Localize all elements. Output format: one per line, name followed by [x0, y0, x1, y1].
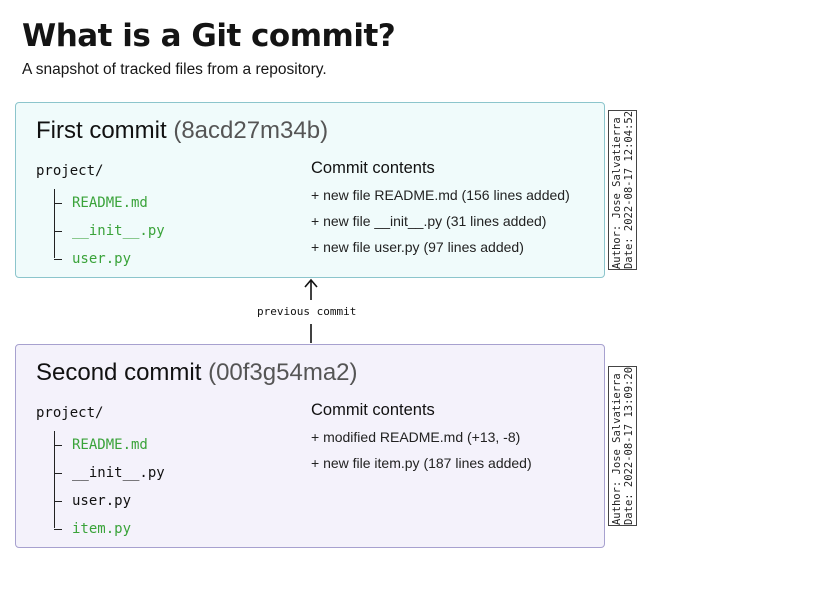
- commit-name: Second commit: [36, 359, 202, 386]
- commit-hash: (8acd27m34b): [173, 117, 329, 144]
- file-item: __init__.py: [54, 459, 296, 487]
- commit-title: Second commit (00f3g54ma2): [36, 359, 358, 387]
- commit-date: Date: 2022-08-17 12:04:52: [622, 110, 635, 270]
- change-item: + new file __init__.py (31 lines added): [311, 213, 547, 229]
- commit-author: Author: Jose Salvatierra: [610, 373, 623, 526]
- tree-root-folder: project/: [36, 405, 104, 421]
- arrow-head: [304, 278, 318, 288]
- change-item: + new file user.py (97 lines added): [311, 239, 524, 255]
- commit-name: First commit: [36, 117, 167, 144]
- commit-contents-heading: Commit contents: [311, 401, 435, 419]
- page-subtitle: A snapshot of tracked files from a repos…: [22, 61, 327, 78]
- commit-contents-heading: Commit contents: [311, 159, 435, 177]
- commit-contents: Commit contents + modified README.md (+13…: [311, 397, 601, 476]
- file-item: README.md: [54, 431, 296, 459]
- change-item: + modified README.md (+13, -8): [311, 429, 521, 445]
- change-item: + new file README.md (156 lines added): [311, 187, 570, 203]
- connector-label: previous commit: [257, 305, 357, 319]
- commit-hash: (00f3g54ma2): [208, 359, 358, 386]
- file-item: item.py: [54, 515, 296, 543]
- change-item: + new file item.py (187 lines added): [311, 455, 532, 471]
- commit-card: First commit (8acd27m34b) project/README.…: [15, 102, 605, 278]
- file-item: README.md: [54, 189, 296, 217]
- tree-root-folder: project/: [36, 163, 104, 179]
- commit-title: First commit (8acd27m34b): [36, 117, 328, 145]
- file-item: __init__.py: [54, 217, 296, 245]
- page-title: What is a Git commit?: [22, 18, 396, 54]
- previous-commit-arrow: [304, 278, 318, 343]
- commit-card: Second commit (00f3g54ma2) project/README…: [15, 344, 605, 548]
- file-item: user.py: [54, 245, 296, 273]
- commit-author: Author: Jose Salvatierra: [610, 117, 623, 270]
- commit-date: Date: 2022-08-17 13:09:20: [622, 366, 635, 526]
- file-item: user.py: [54, 487, 296, 515]
- commit-contents: Commit contents + new file README.md (156…: [311, 155, 601, 260]
